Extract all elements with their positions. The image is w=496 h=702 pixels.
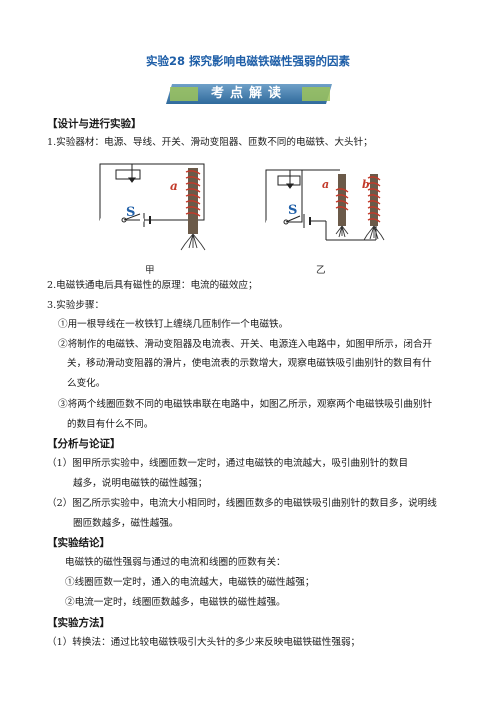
section-banner: 考点解读	[166, 84, 332, 104]
analysis-2-line-2: 圈匝数越多，磁性越强。	[73, 518, 179, 529]
figure-caption-left: 甲	[145, 265, 155, 276]
step-3-line-1: ③将两个线圈匝数不同的电磁铁串联在电路中，如图乙所示，观察两个电磁铁吸引曲别针	[58, 399, 433, 410]
section-heading-design: 【设计与进行实验】	[47, 118, 142, 130]
circuit-diagram-left: a S	[99, 163, 206, 251]
section-heading-method: 【实验方法】	[47, 617, 110, 629]
banner-background	[166, 84, 332, 104]
step-3-line-2: 的数目有什么不同。	[67, 419, 154, 430]
right-switch-label: S	[288, 203, 297, 218]
left-magnet-label: a	[170, 179, 178, 193]
circuit-diagram-right: a b S	[265, 169, 385, 241]
banner-label: 考点解读	[210, 86, 287, 101]
conclusion-item-1: ①线圈匝数一定时，通入的电流越大，电磁铁的磁性越强；	[65, 577, 315, 588]
step-2-line-3: 么变化。	[67, 378, 106, 389]
analysis-1-line-1: （1）图甲所示实验中，线圈匝数一定时，通过电磁铁的电流越大，吸引曲别针的数目	[47, 458, 409, 469]
left-switch-label: S	[126, 205, 135, 220]
step-2-line-1: ②将制作的电磁铁、滑动变阻器及电流表、开关、电源连入电路中，如图甲所示，闭合开	[58, 339, 433, 350]
figure-caption-right: 乙	[316, 265, 326, 276]
right-magnet-a-label: a	[322, 178, 329, 191]
method-item-1: （1）转换法：通过比较电磁铁吸引大头针的多少来反映电磁铁磁性强弱；	[47, 637, 361, 648]
step-2-line-2: 关，移动滑动变阻器的滑片，使电流表的示数增大，观察电磁铁吸引曲别针的数目有什	[67, 358, 432, 369]
right-magnet-b-label: b	[362, 178, 370, 191]
page-title: 实验28 探究影响电磁铁磁性强弱的因素	[145, 54, 350, 68]
analysis-1-line-2: 越多，说明电磁铁的磁性越强；	[73, 478, 208, 489]
conclusion-intro: 电磁铁的磁性强弱与通过的电流和线圈的匝数有关：	[65, 557, 286, 568]
analysis-2-line-1: （2）图乙所示实验中，电流大小相同时，线圈匝数多的电磁铁吸引曲别针的数目多，说明…	[47, 498, 437, 509]
conclusion-item-2: ②电流一定时，线圈匝数越多，电磁铁的磁性越强。	[65, 597, 286, 608]
step-1: ①用一根导线在一枚铁钉上缠绕几匝制作一个电磁铁。	[58, 319, 289, 330]
section-heading-conclusion: 【实验结论】	[47, 537, 110, 549]
design-item-1: 1.实验器材：电源、导线、开关、滑动变阻器、匝数不同的电磁铁、大头针；	[47, 137, 373, 148]
design-item-2: 2.电磁铁通电后具有磁性的原理：电流的磁效应；	[47, 280, 258, 291]
design-item-3: 3.实验步骤：	[47, 300, 105, 311]
section-heading-analysis: 【分析与论证】	[47, 438, 121, 450]
